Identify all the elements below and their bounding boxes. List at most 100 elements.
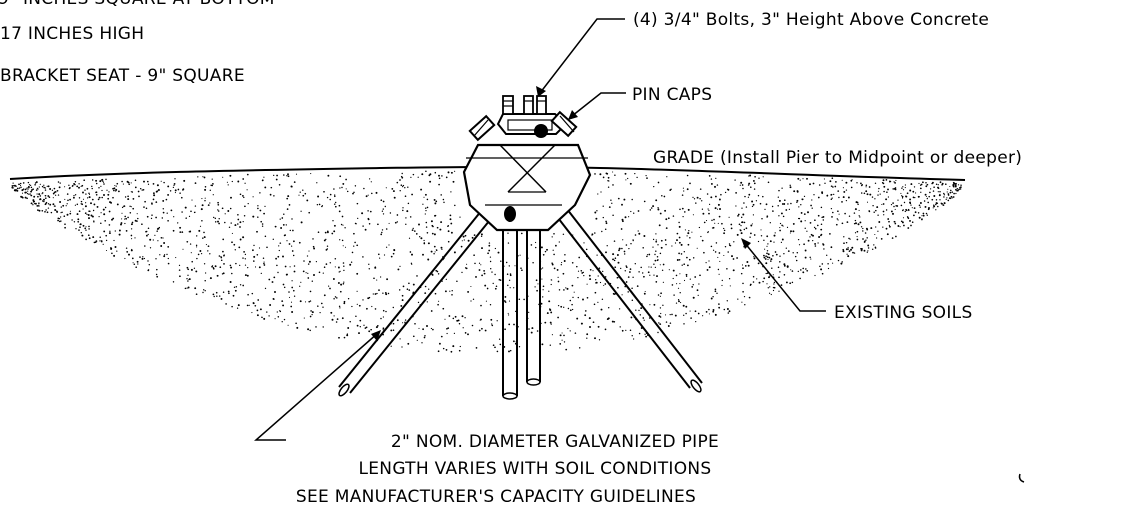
soil-dot [557, 316, 559, 319]
soil-dot [683, 279, 686, 282]
soil-dot [237, 180, 240, 183]
soil-dot [778, 215, 780, 217]
soil-dot [281, 217, 284, 219]
soil-dot [728, 278, 731, 280]
soil-dot [602, 176, 605, 179]
soil-dot [435, 249, 438, 251]
soil-dot [686, 188, 689, 191]
soil-dot [697, 312, 700, 315]
soil-dot [710, 178, 713, 180]
soil-dot [124, 222, 126, 225]
soil-dot [291, 286, 294, 289]
soil-dot [60, 212, 62, 214]
soil-dot [820, 268, 823, 271]
soil-dot [557, 280, 560, 283]
soil-dot [385, 187, 387, 189]
soil-dot [535, 246, 537, 249]
soil-dot [452, 180, 455, 183]
soil-dot [862, 230, 864, 232]
soil-dot [341, 239, 344, 242]
soil-dot [352, 192, 354, 195]
soil-dot [685, 305, 688, 308]
soil-dot [446, 332, 448, 335]
soil-dot [313, 247, 316, 250]
soil-dot [300, 210, 302, 212]
soil-dot [187, 268, 190, 271]
soil-dot [354, 185, 357, 187]
soil-dot [363, 324, 365, 326]
soil-dot [100, 185, 102, 187]
soil-dot [409, 216, 412, 218]
soil-dot [244, 264, 247, 266]
soil-dot [39, 198, 42, 201]
soil-dot [605, 172, 608, 175]
soil-dot [99, 240, 101, 242]
soil-dot [101, 180, 104, 182]
soil-dot [956, 188, 958, 190]
soil-dot [737, 213, 740, 216]
soil-dot [487, 252, 489, 255]
soil-dot [783, 203, 786, 205]
soil-dot [288, 243, 291, 245]
soil-dot [349, 263, 352, 266]
soil-dot [781, 203, 784, 205]
soil-dot [293, 270, 296, 273]
soil-dot [436, 226, 439, 229]
soil-dot [632, 239, 634, 241]
soil-dot [878, 187, 880, 190]
soil-dot [442, 198, 445, 201]
soil-dot [887, 218, 890, 220]
soil-dot [887, 196, 890, 198]
soil-dot [613, 259, 616, 262]
soil-dot [422, 253, 424, 256]
soil-dot [823, 248, 825, 250]
soil-dot [801, 198, 804, 201]
soil-dot [273, 174, 275, 177]
soil-dot [386, 278, 389, 281]
soil-dot [662, 263, 665, 266]
soil-dot [404, 187, 406, 189]
soil-dot [909, 201, 911, 203]
soil-dot [681, 194, 684, 196]
soil-dot [187, 286, 190, 289]
soil-dot [660, 239, 663, 242]
soil-dot [27, 192, 29, 195]
soil-dot [202, 237, 204, 239]
soil-dot [430, 310, 433, 312]
soil-dot [421, 173, 424, 176]
soil-dot [618, 247, 621, 250]
soil-dot [921, 218, 923, 220]
soil-dot [913, 207, 916, 209]
soil-dot [323, 294, 326, 297]
soil-dot [116, 182, 119, 185]
soil-dot [464, 317, 466, 319]
soil-dot [602, 205, 604, 207]
soil-dot [277, 255, 280, 258]
soil-dot [242, 178, 245, 180]
soil-dot [760, 229, 762, 231]
soil-dot [617, 261, 620, 264]
soil-dot [222, 176, 224, 178]
soil-dot [577, 296, 579, 299]
soil-dot [832, 186, 834, 188]
soil-dot [861, 184, 863, 186]
soil-dot [826, 254, 828, 256]
soil-dot [307, 263, 310, 265]
soil-dot [190, 252, 192, 254]
soil-dot [585, 248, 588, 251]
soil-dot [494, 273, 496, 276]
soil-dot [631, 198, 633, 201]
soil-dot [661, 194, 663, 197]
soil-dot [588, 317, 591, 320]
soil-dot [76, 185, 79, 188]
soil-dot [204, 188, 207, 191]
soil-dot [625, 281, 628, 283]
soil-dot [555, 244, 557, 247]
soil-dot [122, 183, 124, 185]
soil-dot [708, 212, 710, 215]
soil-dot [692, 196, 694, 199]
soil-dot [426, 325, 428, 327]
soil-dot [400, 184, 403, 186]
soil-dot [333, 297, 335, 300]
soil-dot [817, 224, 819, 227]
